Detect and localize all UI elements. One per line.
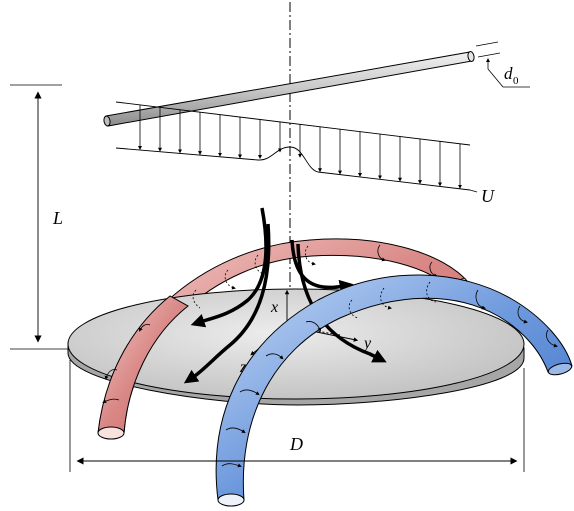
velocity-profile-arrows xyxy=(138,104,462,189)
d0-label: d xyxy=(504,64,513,83)
blue-vortex-ring xyxy=(215,274,573,507)
distance-dimension: L xyxy=(10,84,68,350)
axis-y-label: y xyxy=(362,335,372,352)
wire xyxy=(103,51,475,127)
axis-x-label: x xyxy=(270,299,278,316)
velocity-profile: U xyxy=(115,101,495,206)
axis-z-label: z xyxy=(239,359,247,376)
d-label: D xyxy=(289,434,303,454)
d0-subscript: 0 xyxy=(513,75,519,87)
disk-diameter-dimension: D xyxy=(69,360,525,472)
red-vortex-front xyxy=(97,244,438,440)
l-label: L xyxy=(52,208,63,228)
wire-diameter-dimension: d 0 xyxy=(475,41,530,88)
u-label: U xyxy=(481,186,495,206)
